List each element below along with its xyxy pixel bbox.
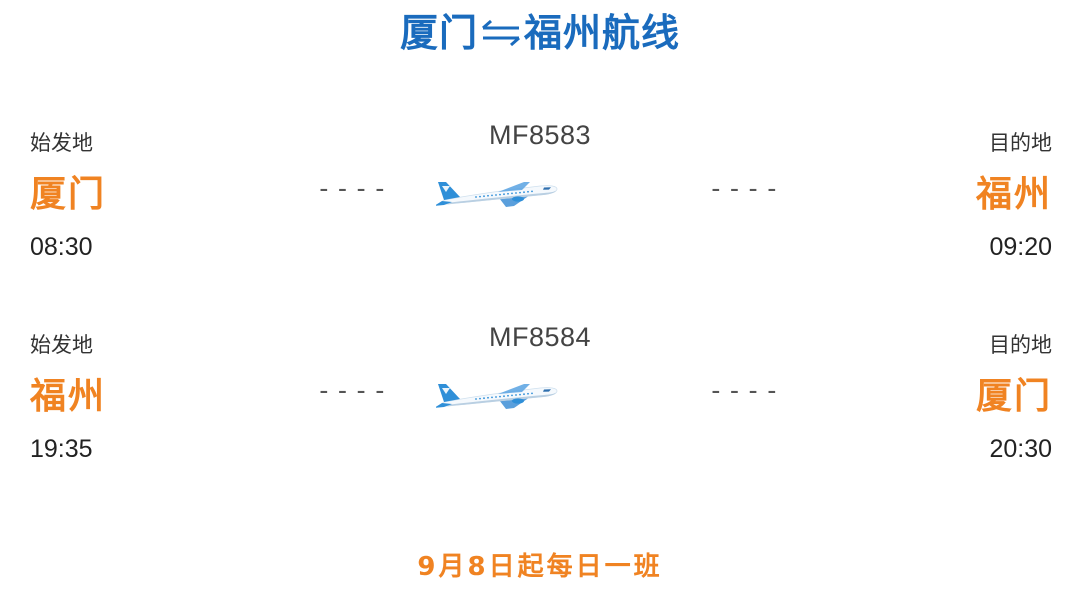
title-origin: 厦门 [399, 11, 478, 55]
origin-block: 始发地 厦门 08:30 [30, 118, 150, 264]
destination-label: 目的地 [989, 131, 1052, 155]
airplane-icon [436, 182, 558, 207]
route-connector-left: ---- [316, 376, 391, 406]
page-title: 厦门 福州航线 [0, 2, 1080, 57]
origin-label: 始发地 [30, 131, 93, 155]
origin-city: 厦门 [30, 174, 107, 215]
route-connector-left: ---- [316, 174, 391, 204]
title-destination: 福州航线 [524, 11, 681, 55]
flight-number: MF8584 [488, 322, 592, 352]
destination-city: 福州 [975, 174, 1052, 215]
schedule-note: 9月8日起每日一班 [417, 552, 663, 582]
arrival-time: 09:20 [989, 233, 1052, 261]
route-connector-right: ---- [708, 376, 783, 406]
origin-label: 始发地 [30, 333, 93, 357]
destination-city: 厦门 [975, 376, 1052, 417]
flight-card: 始发地 福州 19:35 MF8584 ---- ---- [0, 320, 1080, 480]
destination-block: 目的地 厦门 20:30 [932, 320, 1052, 466]
departure-time: 08:30 [30, 233, 93, 261]
origin-city: 福州 [30, 376, 107, 417]
destination-block: 目的地 福州 09:20 [932, 118, 1052, 264]
arrival-time: 20:30 [989, 435, 1052, 463]
flight-card: 始发地 厦门 08:30 MF8583 ---- [0, 118, 1080, 278]
destination-label: 目的地 [989, 333, 1052, 357]
two-way-arrow-icon [482, 19, 520, 46]
flight-number: MF8583 [488, 120, 592, 150]
departure-time: 19:35 [30, 435, 93, 463]
route-connector-right: ---- [708, 174, 783, 204]
airplane-icon [436, 384, 558, 409]
origin-block: 始发地 福州 19:35 [30, 320, 150, 466]
